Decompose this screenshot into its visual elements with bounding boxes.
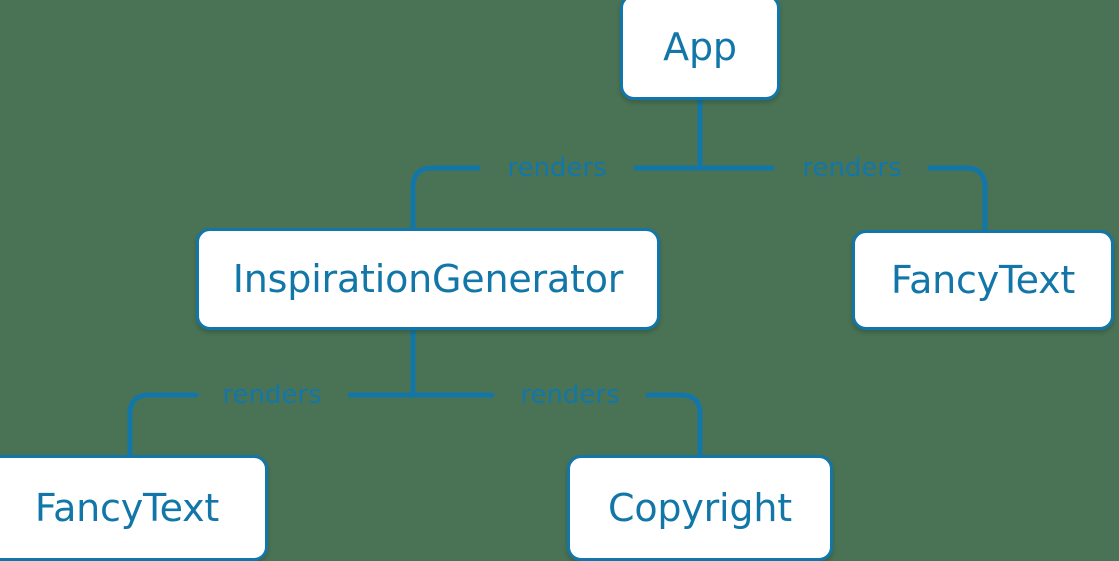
edge-label-app-inspiration: renders [507, 153, 607, 183]
edge-app-to-fancytext-right [927, 165, 988, 233]
edge-label-inspiration-fancytext: renders [222, 380, 322, 410]
node-copyright-label: Copyright [608, 486, 792, 530]
node-fancytext-bottom[interactable]: FancyText [0, 455, 268, 561]
edge-app-to-inspiration-right [410, 165, 481, 231]
edge-label-app-fancytext: renders [802, 153, 902, 183]
node-inspiration-generator-label: InspirationGenerator [232, 257, 624, 301]
node-inspiration-generator[interactable]: InspirationGenerator [196, 228, 660, 330]
node-fancytext-right[interactable]: FancyText [852, 230, 1114, 330]
edge-inspiration-to-fancytext-right [127, 392, 199, 458]
node-copyright[interactable]: Copyright [567, 455, 833, 561]
node-fancytext-right-label: FancyText [890, 258, 1076, 302]
edge-label-inspiration-copyright: renders [520, 380, 620, 410]
node-app[interactable]: App [620, 0, 780, 100]
node-fancytext-bottom-label: FancyText [34, 486, 220, 530]
edge-inspiration-to-copyright-right [645, 392, 703, 458]
node-app-label: App [663, 25, 737, 69]
